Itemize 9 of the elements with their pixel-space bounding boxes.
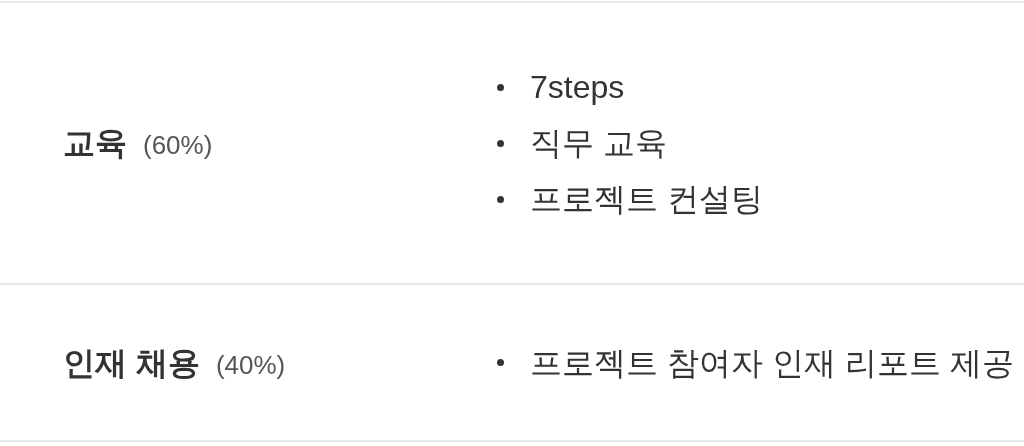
percentage: (60%) [143, 129, 213, 162]
bullet-item: 7steps [530, 68, 625, 107]
row-heading: 교육 [63, 124, 127, 163]
percentage: (40%) [215, 348, 286, 382]
bullet-item: 프로젝트 컨설팅 [530, 180, 763, 219]
row-heading: 인재 채용 [63, 343, 200, 383]
bullet-item: 프로젝트 참여자 인재 리포트 제공 [530, 343, 1014, 383]
bullet-item: 직무 교육 [530, 124, 667, 163]
table-row [0, 283, 1024, 442]
